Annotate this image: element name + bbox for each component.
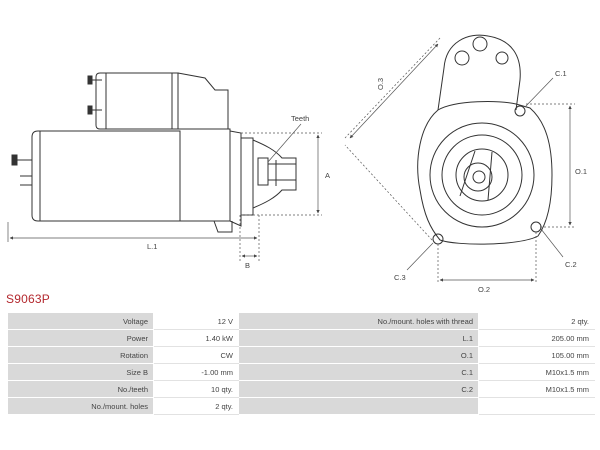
specification-table: Voltage 12 V No./mount. holes with threa… [7,312,595,415]
dimension-o3-label: O.3 [376,78,385,90]
table-row: No./teeth 10 qty. C.2 M10x1.5 mm [7,380,595,398]
table-row: Size B -1.00 mm C.1 M10x1.5 mm [7,363,595,381]
dimension-b-label: B [245,261,250,270]
c2-label: C.2 [565,260,577,269]
spec-value: M10x1.5 mm [478,380,595,398]
spec-label: No./teeth [7,380,154,398]
spec-value: 105.00 mm [478,346,595,364]
front-view-dimensions [344,37,575,284]
spec-label: Power [7,329,154,347]
teeth-label: Teeth [291,114,309,123]
part-number: S9063P [6,292,50,306]
table-row: Voltage 12 V No./mount. holes with threa… [7,312,595,330]
starter-technical-drawing: Teeth A L.1 B C.1 O.1 C.2 C.3 [7,34,587,294]
spec-label: Voltage [7,312,154,330]
spec-value: 2 qty. [153,397,239,415]
spec-value: 12 V [153,312,239,330]
c1-label: C.1 [555,69,567,78]
spec-label: O.1 [238,346,479,364]
starter-front-view [417,34,553,245]
spec-value: M10x1.5 mm [478,363,595,381]
spec-label: Size B [7,363,154,381]
spec-value-empty [478,397,595,415]
spec-label: L.1 [238,329,479,347]
table-row: Power 1.40 kW L.1 205.00 mm [7,329,595,347]
spec-label-empty [238,397,479,415]
spec-value: 2 qty. [478,312,595,330]
dimension-o2-label: O.2 [478,285,490,294]
spec-label: C.1 [238,363,479,381]
spec-label: C.2 [238,380,479,398]
c3-label: C.3 [394,273,406,282]
side-view-dimensions [7,123,322,262]
dimension-o1-label: O.1 [575,167,587,176]
spec-value: -1.00 mm [153,363,239,381]
spec-value: CW [153,346,239,364]
dimension-l1-label: L.1 [147,242,157,251]
spec-label: No./mount. holes [7,397,154,415]
dimension-a-label: A [325,171,330,180]
spec-value: 205.00 mm [478,329,595,347]
spec-value: 1.40 kW [153,329,239,347]
spec-value: 10 qty. [153,380,239,398]
table-row: No./mount. holes 2 qty. [7,397,595,415]
spec-label: No./mount. holes with thread [238,312,479,330]
table-row: Rotation CW O.1 105.00 mm [7,346,595,364]
starter-side-view [11,72,297,233]
spec-label: Rotation [7,346,154,364]
